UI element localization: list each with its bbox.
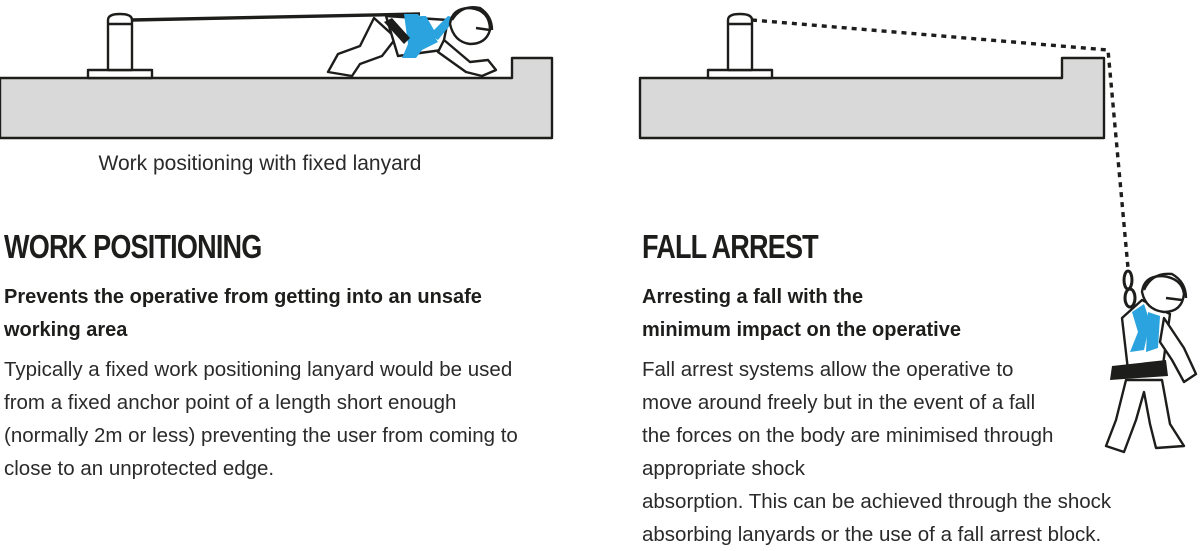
fall-arrest-subheading: Arresting a fall with the minimum impact… (642, 281, 1062, 347)
work-positioning-illustration (0, 6, 554, 140)
falling-worker (1104, 272, 1198, 454)
fall-arrest-body-wide: absorption. This can be achieved through… (642, 490, 1112, 546)
fall-arrest-body-narrow: Fall arrest systems allow the operative … (642, 358, 1054, 480)
harness-strap (402, 14, 438, 58)
anchor-post-right (706, 12, 774, 80)
fall-arrest-illustration (638, 12, 1198, 454)
work-positioning-subheading: Prevents the operative from getting into… (4, 286, 482, 341)
work-positioning-body: Typically a fixed work positioning lanya… (4, 358, 518, 480)
harness-strap-right (1130, 304, 1150, 352)
fall-arrest-subheading-line1: Arresting a fall with the (642, 286, 864, 308)
fall-arrest-body: Fall arrest systems allow the operative … (642, 353, 1200, 551)
fall-arrest-heading: FALL ARREST (642, 228, 819, 265)
carabiner-hook (1122, 269, 1137, 309)
work-positioning-heading: WORK POSITIONING (4, 228, 262, 265)
fixed-lanyard (131, 12, 421, 22)
fall-arrest-subheading-line2: minimum impact on the operative (642, 319, 961, 341)
crawling-worker (326, 6, 498, 78)
fall-arrest-lanyard (751, 18, 1130, 269)
work-positioning-caption: Work positioning with fixed lanyard (98, 152, 422, 175)
anchor-post-left (86, 12, 154, 80)
